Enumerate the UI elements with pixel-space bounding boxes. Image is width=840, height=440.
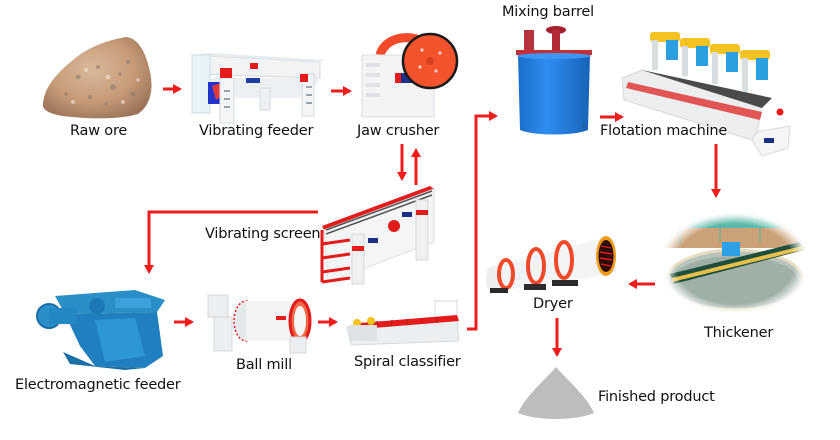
vibrating-feeder-label: Vibrating feeder [199, 123, 314, 139]
jaw-crusher-label: Jaw crusher [357, 123, 440, 139]
electromagnetic-feeder-label: Electromagnetic feeder [15, 377, 181, 393]
raw-ore-node [38, 32, 158, 124]
raw-ore-label: Raw ore [70, 123, 128, 139]
ball-mill-label: Ball mill [236, 357, 292, 373]
finished-product-label: Finished product [598, 389, 715, 405]
spiral-classifier-label: Spiral classifier [354, 354, 461, 370]
vibrating-feeder-node [190, 50, 330, 125]
mixing-barrel-icon [516, 26, 592, 135]
flotation-machine-icon [621, 32, 791, 157]
dryer-label: Dryer [533, 296, 573, 312]
mixing-barrel-node [514, 26, 594, 138]
dryer-icon [486, 236, 616, 293]
thickener-label: Thickener [704, 325, 774, 341]
spiral-classifier-icon [346, 299, 460, 346]
rock-icon [42, 37, 152, 119]
product-pile-icon [518, 367, 594, 419]
mixing-barrel-label: Mixing barrel [502, 4, 594, 20]
thickener-node [660, 214, 810, 314]
jaw-crusher-node [360, 25, 460, 125]
flotation-machine-node [621, 30, 792, 157]
electromagnetic-feeder-node [35, 286, 170, 371]
vibrating-screen-label: Vibrating screen [205, 226, 321, 242]
ball-mill-icon [207, 294, 312, 354]
thickener-icon [661, 214, 809, 314]
dryer-node [484, 236, 624, 294]
flotation-machine-label: Flotation machine [600, 123, 728, 139]
spiral-classifier-node [346, 299, 462, 347]
electromagnetic-feeder-icon [36, 290, 165, 370]
ball-mill-node [207, 293, 313, 355]
vibrating-feeder-icon [191, 53, 325, 124]
arrow-spiral-classifier-to-mixing-barrel [467, 111, 498, 331]
vibrating-screen-icon [320, 186, 435, 285]
arrow-vibrating-screen-to-electromagnetic-feeder [144, 210, 318, 274]
jaw-crusher-icon [361, 32, 459, 118]
finished-product-node [516, 365, 596, 421]
vibrating-screen-node [320, 186, 442, 290]
